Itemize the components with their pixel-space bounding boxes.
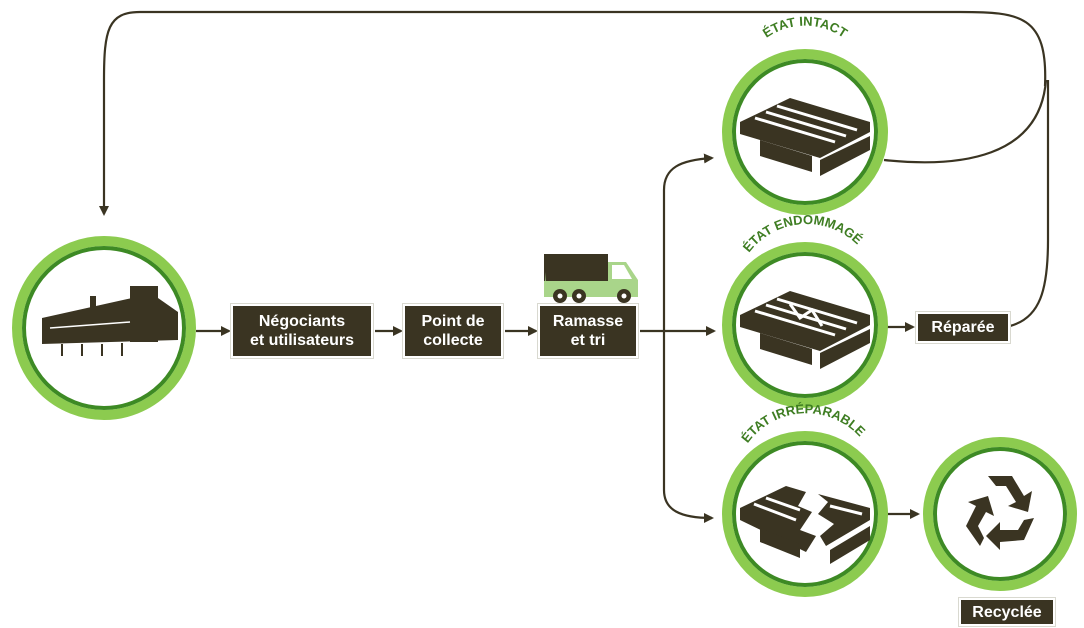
ramasse-label: Ramasse et tri: [552, 313, 624, 349]
intact-return-line: [883, 79, 1048, 164]
factory-icon: [42, 286, 178, 356]
negociants-label: Négociants et utilisateurs: [249, 313, 355, 349]
truck-icon: [544, 254, 638, 303]
return-loop-arrow: [99, 10, 1047, 216]
reparee-label: Réparée: [931, 319, 995, 336]
factory-node: [12, 236, 196, 420]
pallet-damaged-icon: [740, 291, 870, 369]
state-intact-node: ÉTAT INTACT: [722, 14, 888, 215]
reparee-box: Réparée: [916, 312, 1010, 343]
point-collecte-label: Point de collecte: [421, 313, 485, 349]
point-collecte-box: Point de collecte: [403, 304, 503, 358]
repaired-return-line: [1009, 80, 1050, 328]
pallet-broken-icon: [740, 486, 870, 564]
recyclee-box: Recyclée: [959, 598, 1055, 626]
state-irreparable-node: ÉTAT IRRÉPARABLE: [722, 401, 888, 597]
recycle-icon: [966, 476, 1034, 550]
state-intact-label: ÉTAT INTACT: [760, 14, 850, 41]
pallet-intact-icon: [740, 98, 870, 176]
arrow-branch-intact: [662, 153, 714, 331]
state-endommage-node: ÉTAT ENDOMMAGÉ: [722, 212, 888, 408]
negociants-box: Négociants et utilisateurs: [231, 304, 373, 358]
arrow-branch-irreparable: [662, 331, 714, 523]
recyclee-label: Recyclée: [972, 603, 1042, 621]
ramasse-box: Ramasse et tri: [538, 304, 638, 358]
recycle-node: [923, 437, 1077, 591]
